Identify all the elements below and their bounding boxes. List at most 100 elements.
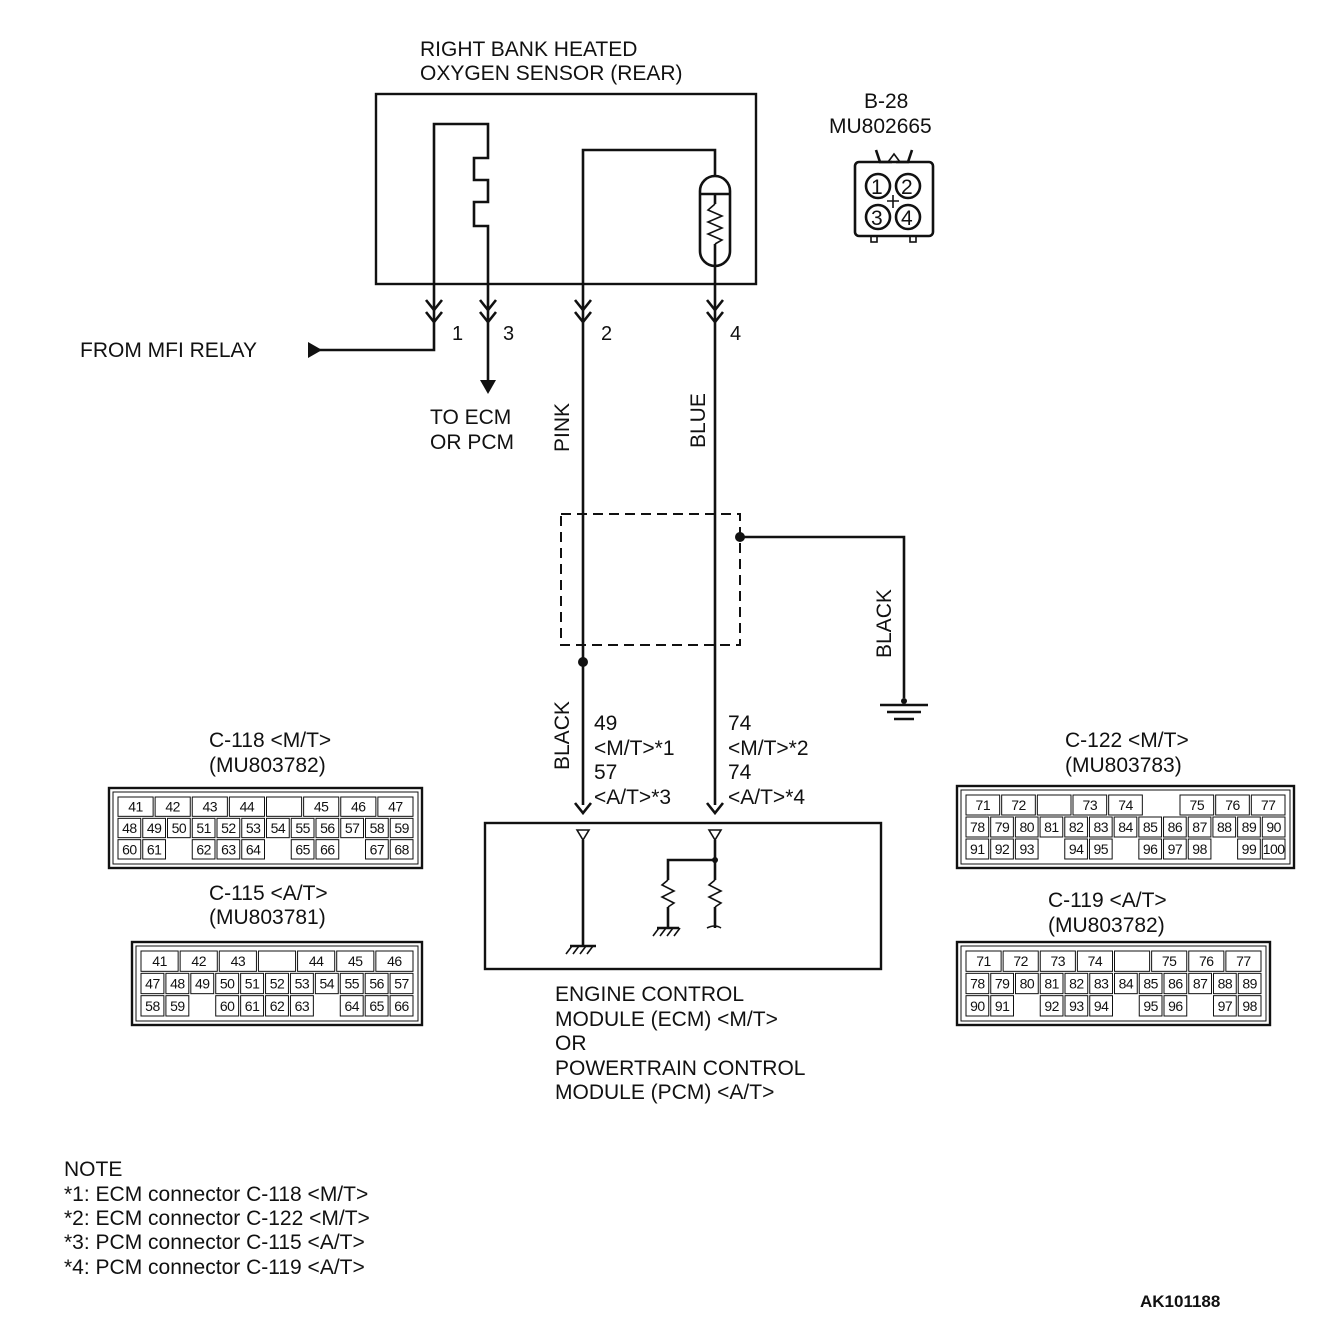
connector-cavity [265, 995, 289, 1017]
connector-pin-number: 59 [394, 820, 409, 836]
sensor-signal-loop [581, 148, 717, 318]
connector-pin-number: 87 [1192, 819, 1207, 835]
b28-pin3: 3 [871, 207, 883, 230]
ecm-pin-triangle-left [575, 829, 591, 842]
connector-pin-number: 82 [1069, 819, 1084, 835]
connector-pin-number: 46 [351, 799, 366, 815]
note-line1: *1: ECM connector C-118 <M/T> [64, 1183, 368, 1206]
connector-cavity [1215, 794, 1250, 816]
connector-cavity [364, 972, 389, 995]
b28-pin4: 4 [901, 207, 913, 230]
connector-cavity [191, 839, 216, 860]
c115-title: C-115 <A/T> [209, 882, 328, 905]
connector-pin-number: 74 [1088, 953, 1103, 969]
connector-cavity [965, 838, 990, 860]
connector-cavity [1237, 995, 1262, 1017]
connector-pin-number: 58 [370, 820, 385, 836]
connector-pin-number: 53 [295, 976, 310, 992]
b28-id: B-28 [864, 90, 908, 113]
connector-cavity [1002, 950, 1039, 972]
connector-cavity [1089, 995, 1113, 1017]
connector-pin-number: 90 [1266, 819, 1281, 835]
connector-key-slot [1036, 794, 1072, 816]
terminal-right-l4: <A/T>*4 [728, 786, 805, 809]
connector-pin-number: 61 [147, 841, 162, 857]
connector-cavity [1163, 995, 1188, 1017]
connector-pin-number: 82 [1069, 976, 1084, 992]
connector-cavity [1163, 972, 1188, 995]
connector-cavity [389, 972, 414, 995]
connector-pin-number: 43 [231, 953, 246, 969]
connector-key-slot [1114, 950, 1151, 972]
or-pcm-label: OR PCM [430, 431, 514, 454]
connector-pin-number: 52 [270, 976, 285, 992]
connector-pin-number: 73 [1051, 953, 1066, 969]
connector-cavity [341, 840, 364, 859]
connector-cavity [1115, 996, 1138, 1016]
terminal-left-l3: 57 [594, 761, 617, 784]
wire-color-black-ground: BLACK [873, 589, 896, 658]
connector-cavity [240, 995, 265, 1017]
connector-pin-number: 42 [165, 799, 180, 815]
connector-pin-number: 85 [1143, 976, 1158, 992]
connector-key-slot [257, 950, 297, 972]
b28-part: MU802665 [829, 115, 932, 138]
connector-pin-number: 99 [1242, 841, 1257, 857]
module-line2: MODULE (ECM) <M/T> [555, 1008, 778, 1031]
connector-pin-number: 74 [1118, 797, 1133, 813]
connector-cavity [340, 796, 377, 817]
connector-pin-number: 53 [246, 820, 261, 836]
connector-pin-number: 65 [295, 841, 310, 857]
connector-cavity [1039, 950, 1076, 972]
wire-shield-ground [740, 535, 906, 698]
connector-pin-number: 43 [203, 799, 218, 815]
connector-cavity [167, 817, 191, 839]
connector-cavity [1188, 972, 1212, 995]
connector-cavity [140, 950, 179, 972]
shield-junction-dot [578, 657, 588, 667]
connector-cavity [297, 950, 336, 972]
connector-pin-number: 85 [1143, 819, 1158, 835]
relay-arrow-icon [308, 342, 322, 358]
connector-cavity [241, 817, 265, 839]
to-ecm-label: TO ECM [430, 406, 511, 429]
connector-pin-number: 50 [172, 820, 187, 836]
connector-pin-number: 80 [1020, 976, 1035, 992]
wire-color-black-shield: BLACK [551, 701, 574, 770]
connector-cavity [990, 816, 1014, 838]
connector-pin-number: 66 [394, 998, 409, 1014]
pin-4-label: 4 [730, 323, 741, 345]
connector-pin-number: 81 [1044, 819, 1059, 835]
connector-pin-number: 46 [387, 953, 402, 969]
connector-pin-number: 51 [196, 820, 211, 836]
connector-cavity [1113, 816, 1138, 838]
connector-pin-number: 41 [128, 799, 143, 815]
connector-pin-number: 77 [1236, 953, 1251, 969]
ground-icon [880, 698, 928, 721]
connector-cavity [1261, 838, 1286, 860]
connector-cavity [990, 995, 1014, 1017]
ecm-chevron-right [705, 802, 725, 816]
c118-part: (MU803782) [209, 754, 326, 777]
connector-pin-number: 56 [320, 820, 335, 836]
sensor-connector-chevrons [424, 299, 725, 325]
connector-pin-number: 72 [1013, 953, 1028, 969]
connector-pin-number: 83 [1094, 819, 1109, 835]
connector-cavity [1213, 995, 1237, 1017]
connector-pin-number: 98 [1242, 998, 1257, 1014]
connector-pin-number: 95 [1094, 841, 1109, 857]
connector-pin-number: 49 [147, 820, 162, 836]
connector-pin-number: 96 [1168, 998, 1183, 1014]
terminal-left-l1: 49 [594, 712, 617, 735]
connector-pin-number: 84 [1118, 819, 1133, 835]
connector-pin-number: 57 [345, 820, 360, 836]
connector-cavity [1076, 950, 1113, 972]
terminal-right-l2: <M/T>*2 [728, 737, 809, 760]
connector-cavity [1163, 816, 1187, 838]
connector-cavity [290, 817, 315, 839]
connector-cavity [315, 996, 338, 1016]
connector-pin-number: 55 [295, 820, 310, 836]
connector-cavity [218, 950, 257, 972]
connector-pin-number: 56 [369, 976, 384, 992]
